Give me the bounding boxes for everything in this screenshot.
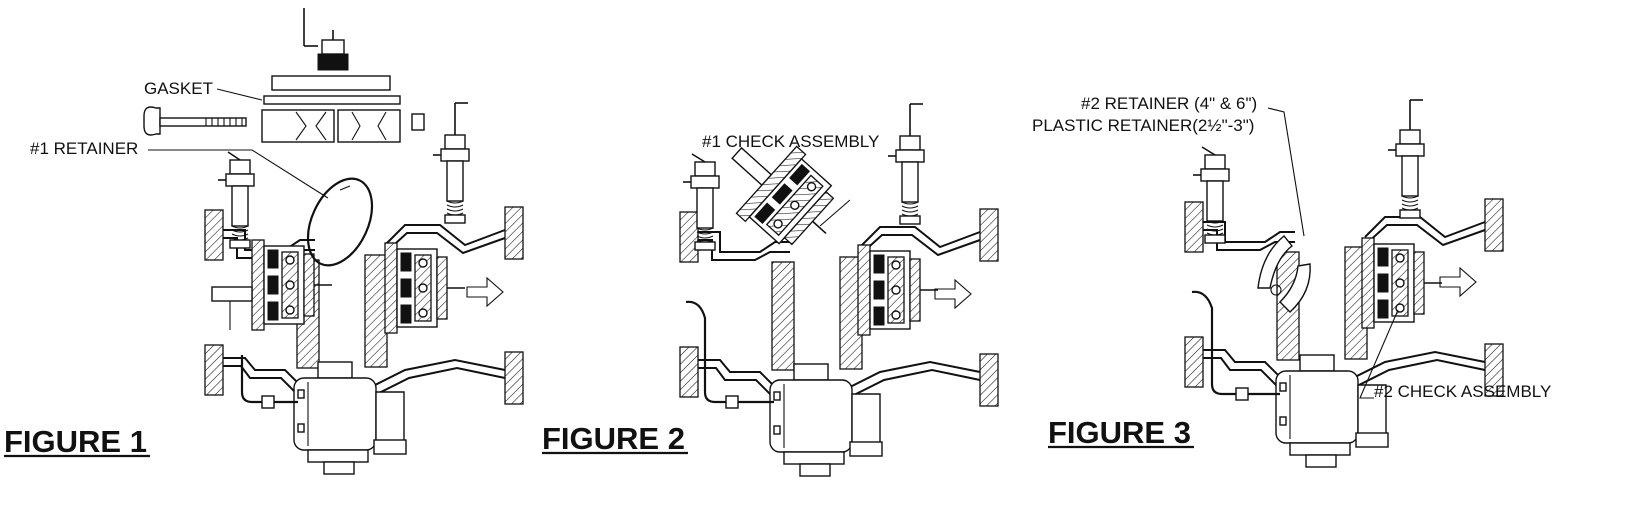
retainer-large-label: #2 RETAINER (4" & 6") (1081, 94, 1257, 113)
check-assembly-1-label: #1 CHECK ASSEMBLY (702, 132, 879, 151)
gasket-label: GASKET (144, 79, 213, 98)
figure-1: GASKET #1 RETAINER FIGURE 1 (4, 8, 524, 475)
figure-2: #1 CHECK ASSEMBLY FIGURE 2 (542, 103, 999, 477)
retainer-plastic-label: PLASTIC RETAINER(2½"-3") (1032, 116, 1254, 135)
figure-3: #2 RETAINER (4" & 6") PLASTIC RETAINER(2… (1032, 94, 1551, 468)
retainer-leader-3 (1267, 107, 1305, 237)
figure-3-title: FIGURE 3 (1048, 415, 1191, 450)
retainer-label: #1 RETAINER (30, 139, 138, 158)
figure-2-title: FIGURE 2 (542, 421, 685, 456)
figure-1-title: FIGURE 1 (4, 424, 147, 459)
retainer-leader (148, 149, 329, 199)
check-assembly-2-label: #2 CHECK ASSEMBLY (1374, 382, 1551, 401)
check-assembly-2-leader (1359, 309, 1399, 399)
gasket-leader (216, 88, 263, 101)
